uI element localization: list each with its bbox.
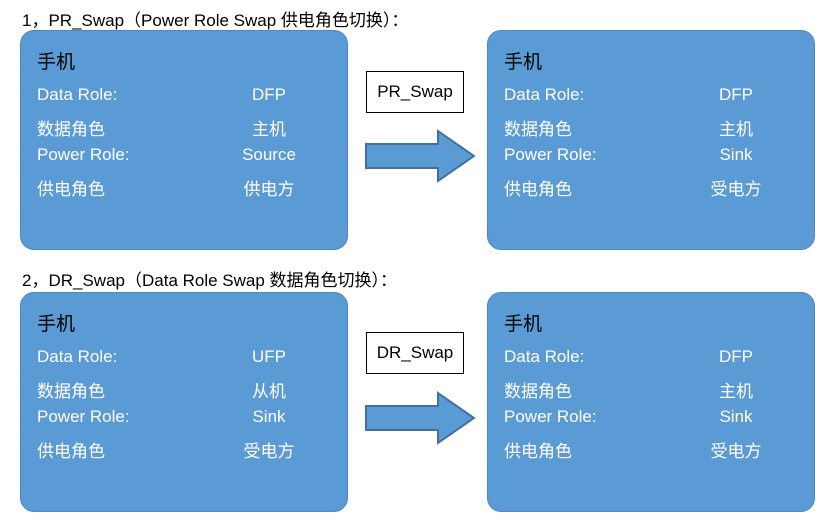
- attribute-value: 主机: [719, 120, 753, 139]
- attribute-label: 供电角色: [504, 442, 572, 461]
- attribute-row: Data Role: UFP: [37, 347, 333, 377]
- attribute-label: Power Role:: [504, 145, 597, 164]
- dr-swap-operation-label: DR_Swap: [366, 332, 464, 374]
- attribute-value: DFP: [252, 85, 286, 104]
- attribute-row: 供电角色 受电方: [37, 437, 333, 467]
- attribute-label: 供电角色: [504, 180, 572, 199]
- attribute-value: 主机: [252, 120, 286, 139]
- attribute-value: 从机: [252, 382, 286, 401]
- pr-swap-after-card: 手机 Data Role: DFP 数据角色 主机 Power Role: Si…: [487, 30, 815, 250]
- pr-swap-before-card: 手机 Data Role: DFP 数据角色 主机 Power Role: So…: [20, 30, 348, 250]
- attribute-value: Sink: [719, 145, 753, 164]
- attribute-value: DFP: [719, 85, 753, 104]
- attribute-row: 数据角色 主机: [37, 115, 333, 145]
- attribute-value: 受电方: [710, 442, 762, 461]
- attribute-list: Data Role: DFP 数据角色 主机 Power Role: Sourc…: [37, 85, 333, 205]
- attribute-value: Sink: [719, 407, 753, 426]
- attribute-value: 主机: [719, 382, 753, 401]
- attribute-value: 受电方: [710, 180, 762, 199]
- pr-swap-right-arrow-icon: [364, 128, 476, 184]
- attribute-row: Data Role: DFP: [37, 85, 333, 115]
- attribute-label: Data Role:: [504, 85, 585, 104]
- attribute-row: 数据角色 主机: [504, 377, 800, 407]
- pr-swap-operation-label: PR_Swap: [366, 71, 464, 113]
- attribute-row: 供电角色 受电方: [504, 437, 800, 467]
- attribute-value: Source: [242, 145, 296, 164]
- dr-swap-after-card: 手机 Data Role: DFP 数据角色 主机 Power Role: Si…: [487, 292, 815, 512]
- device-title: 手机: [37, 314, 76, 335]
- attribute-label: 数据角色: [504, 382, 572, 401]
- dr-swap-right-arrow-icon: [364, 390, 476, 446]
- attribute-row: Power Role: Source: [37, 145, 333, 175]
- attribute-label: 供电角色: [37, 180, 105, 199]
- attribute-row: Power Role: Sink: [504, 145, 800, 175]
- attribute-list: Data Role: DFP 数据角色 主机 Power Role: Sink …: [504, 347, 800, 467]
- attribute-value: 受电方: [243, 442, 295, 461]
- attribute-label: Power Role:: [37, 145, 130, 164]
- section-heading-dr-swap: 2，DR_Swap（Data Role Swap 数据角色切换）：: [22, 271, 398, 290]
- device-title: 手机: [504, 314, 543, 335]
- section-heading-pr-swap: 1，PR_Swap（Power Role Swap 供电角色切换）：: [22, 11, 409, 30]
- attribute-value: 供电方: [243, 180, 295, 199]
- device-title: 手机: [37, 52, 76, 73]
- attribute-row: Power Role: Sink: [37, 407, 333, 437]
- attribute-row: 数据角色 主机: [504, 115, 800, 145]
- attribute-label: Power Role:: [504, 407, 597, 426]
- attribute-row: 供电角色 受电方: [504, 175, 800, 205]
- attribute-list: Data Role: DFP 数据角色 主机 Power Role: Sink …: [504, 85, 800, 205]
- attribute-value: Sink: [252, 407, 286, 426]
- attribute-label: Data Role:: [504, 347, 585, 366]
- attribute-row: Data Role: DFP: [504, 347, 800, 377]
- attribute-value: DFP: [719, 347, 753, 366]
- attribute-list: Data Role: UFP 数据角色 从机 Power Role: Sink …: [37, 347, 333, 467]
- attribute-label: 数据角色: [37, 382, 105, 401]
- attribute-row: 数据角色 从机: [37, 377, 333, 407]
- attribute-value: UFP: [252, 347, 286, 366]
- attribute-row: 供电角色 供电方: [37, 175, 333, 205]
- attribute-row: Data Role: DFP: [504, 85, 800, 115]
- attribute-label: 数据角色: [504, 120, 572, 139]
- attribute-label: 数据角色: [37, 120, 105, 139]
- dr-swap-before-card: 手机 Data Role: UFP 数据角色 从机 Power Role: Si…: [20, 292, 348, 512]
- attribute-label: Data Role:: [37, 347, 118, 366]
- attribute-label: 供电角色: [37, 442, 105, 461]
- attribute-row: Power Role: Sink: [504, 407, 800, 437]
- attribute-label: Power Role:: [37, 407, 130, 426]
- attribute-label: Data Role:: [37, 85, 118, 104]
- device-title: 手机: [504, 52, 543, 73]
